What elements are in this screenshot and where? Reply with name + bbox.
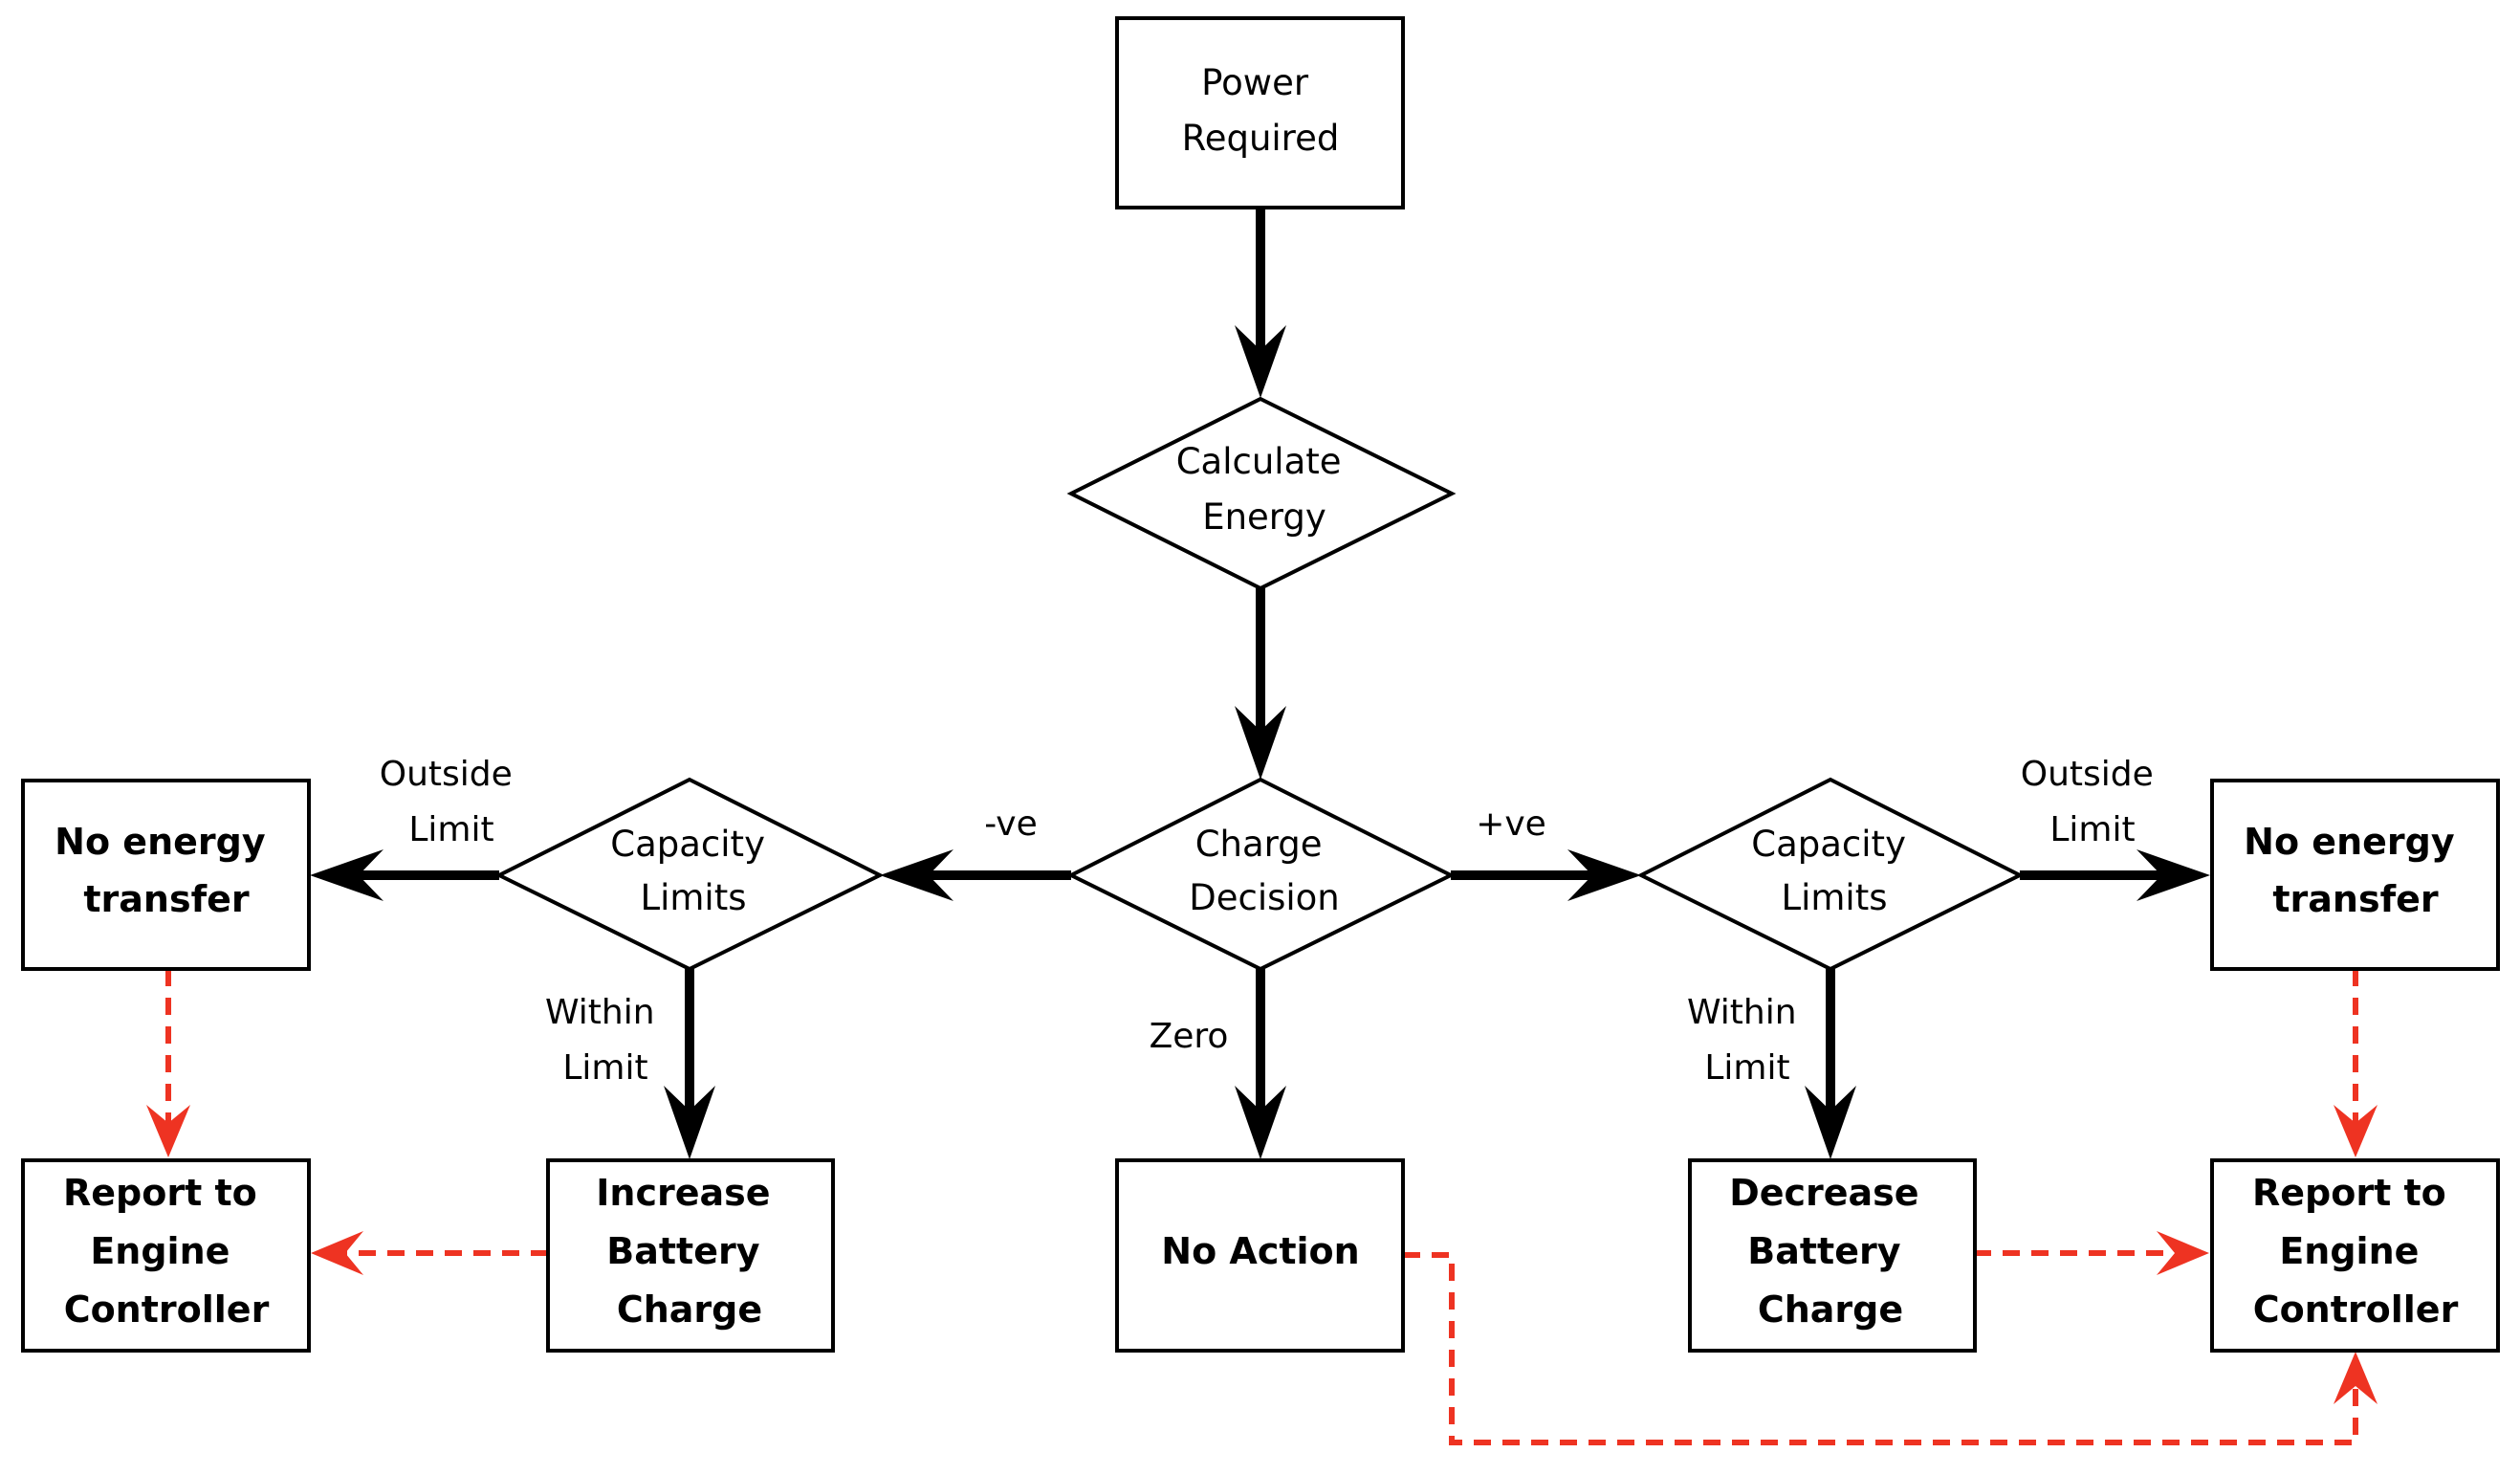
label-edge-within-right: Within Limit	[1687, 993, 1808, 1088]
node-power-required	[1115, 16, 1405, 209]
solid-edges	[310, 208, 2210, 1159]
node-no-energy-transfer-right	[2210, 779, 2500, 971]
label-capacity-limits-left: Capacity Limits	[610, 824, 776, 918]
label-report-engine-left: Report to Engine Controller	[63, 1172, 270, 1331]
arrowhead-power-to-calc	[1235, 325, 1286, 398]
nodes	[21, 16, 2500, 1353]
arrowhead-charge-to-capr	[1567, 849, 1641, 901]
label-edge-positive: +ve	[1476, 804, 1546, 844]
node-no-energy-transfer-left	[21, 779, 311, 971]
arrowhead-capr-to-decrease	[1805, 1086, 1856, 1159]
node-charge-decision	[1066, 777, 1456, 972]
label-edge-zero: Zero	[1150, 1017, 1229, 1056]
edge-noaction-to-reportr	[1403, 1252, 2358, 1445]
dashed-edges	[146, 969, 2378, 1445]
arrowhead-notl-to-reportl	[146, 1105, 190, 1157]
node-no-action	[1115, 1158, 1405, 1353]
label-edge-outside-right: Outside Limit	[2021, 755, 2164, 849]
label-edge-negative: -ve	[984, 804, 1037, 844]
arrowhead-notr-to-reportr	[2334, 1105, 2378, 1157]
label-increase-battery: Increase Battery Charge	[596, 1172, 783, 1331]
arrowhead-capr-to-notr	[2137, 849, 2210, 901]
label-decrease-battery: Decrease Battery Charge	[1729, 1172, 1932, 1331]
label-no-energy-transfer-right: No energy transfer	[2244, 821, 2467, 920]
label-power-required: Power Required	[1182, 62, 1340, 159]
label-edge-outside-left: Outside Limit	[380, 755, 523, 849]
node-labels: Power Required Calculate Energy Charge D…	[55, 62, 2467, 1331]
arrowhead-decrease-to-reportr	[2157, 1231, 2209, 1275]
node-report-engine-right	[2210, 1158, 2500, 1353]
arrowhead-noaction-to-reportr	[2334, 1352, 2378, 1404]
node-capacity-limits-right	[1636, 777, 2025, 972]
label-report-engine-right: Report to Engine Controller	[2252, 1172, 2459, 1331]
node-calculate-energy	[1066, 396, 1457, 591]
node-decrease-battery	[1688, 1158, 1977, 1353]
label-edge-within-left: Within Limit	[545, 993, 666, 1088]
arrowhead-capl-to-increase	[664, 1086, 715, 1159]
node-capacity-limits-left	[494, 777, 885, 972]
arrowhead-increase-to-reportl	[311, 1231, 363, 1275]
label-no-energy-transfer-left: No energy transfer	[55, 821, 278, 920]
label-calculate-energy: Calculate Energy	[1176, 441, 1353, 538]
arrowhead-charge-to-capl	[880, 849, 953, 901]
node-increase-battery	[546, 1158, 835, 1353]
label-no-action: No Action	[1161, 1230, 1359, 1272]
label-charge-decision: Charge Decision	[1189, 824, 1340, 918]
arrowhead-capl-to-notl	[310, 849, 383, 901]
node-report-engine-left	[21, 1158, 311, 1353]
label-capacity-limits-right: Capacity Limits	[1751, 824, 1917, 918]
arrowhead-charge-to-noaction	[1235, 1086, 1286, 1159]
arrowhead-calc-to-charge	[1235, 706, 1286, 780]
edge-labels: -ve +ve Zero Outside Limit Outside Limit…	[380, 755, 2164, 1088]
